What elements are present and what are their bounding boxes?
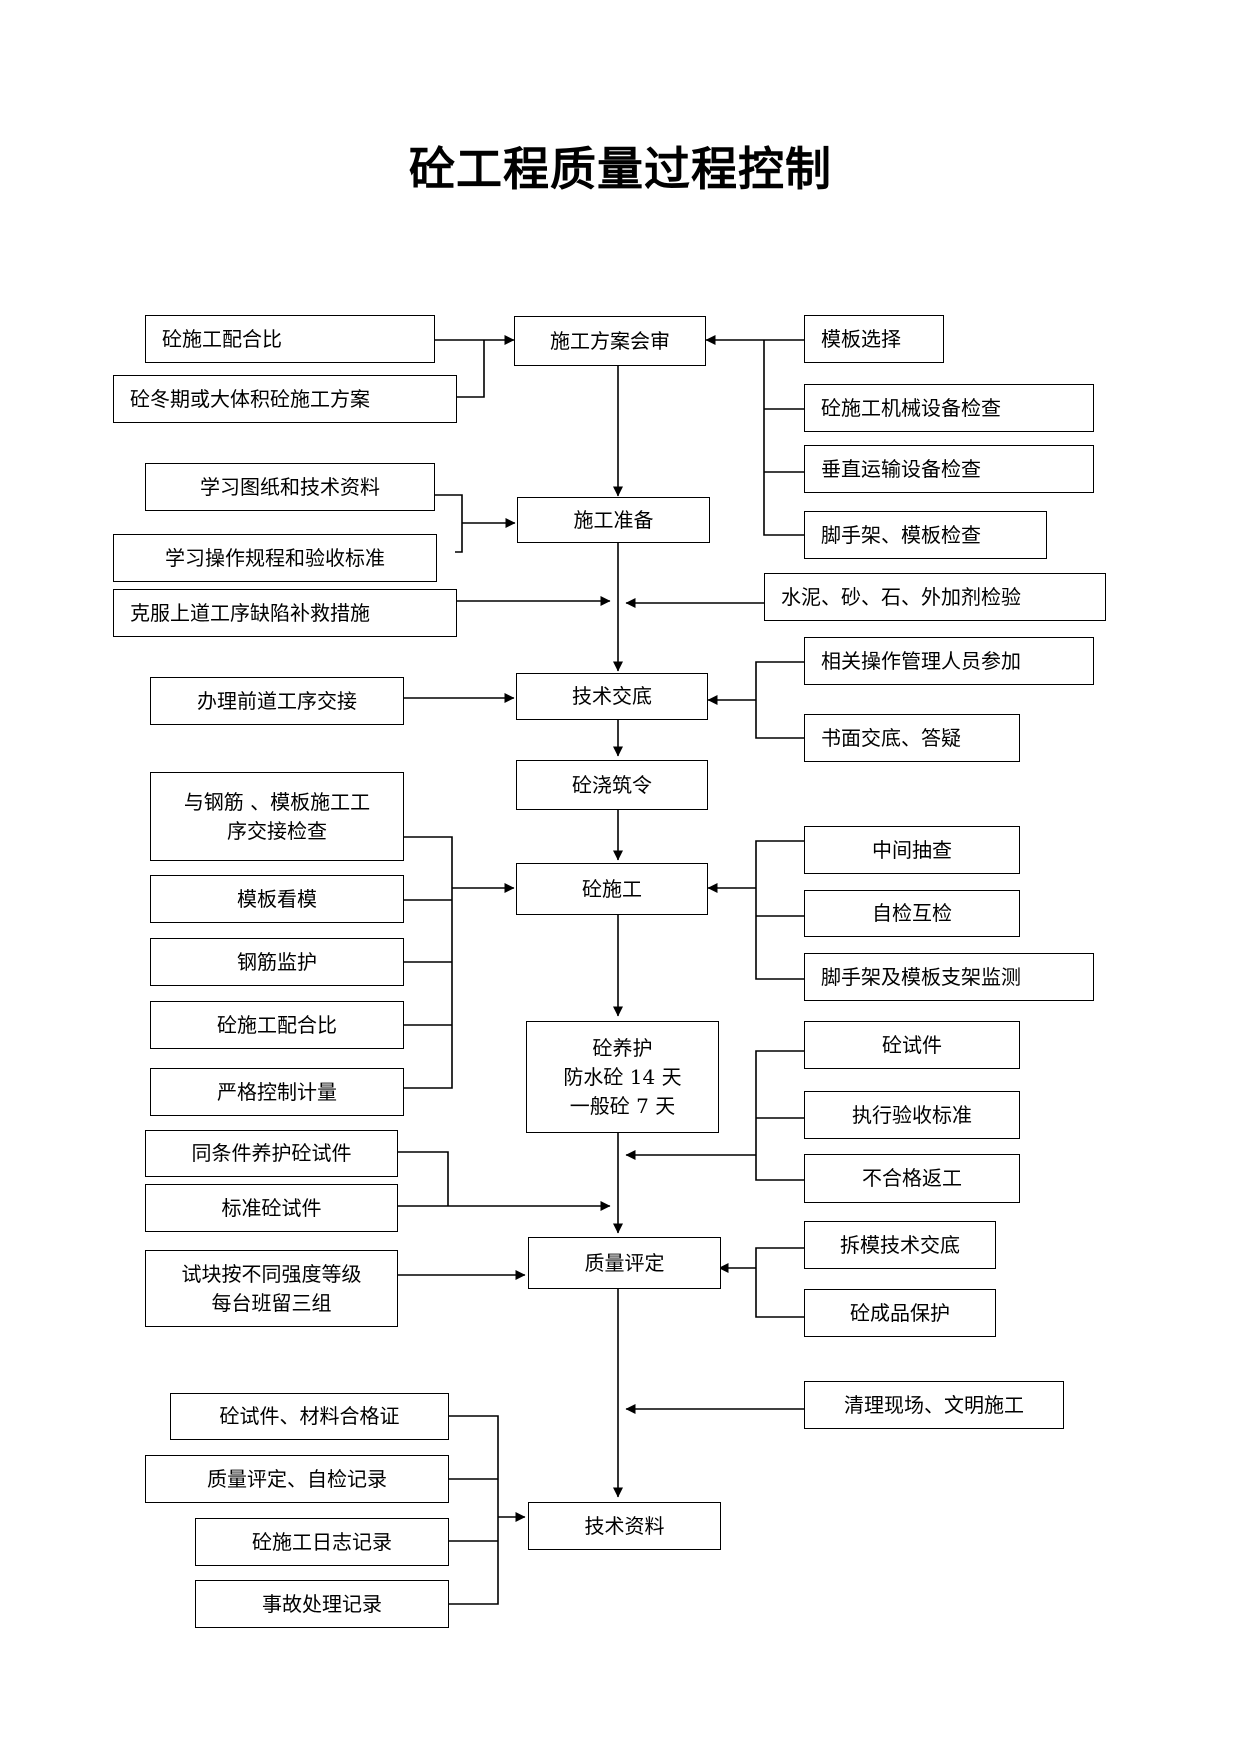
node-winter-mass-plan: 砼冬期或大体积砼施工方案	[113, 375, 457, 423]
node-concrete-specimen: 砼试件	[804, 1021, 1020, 1069]
node-construction-prep: 施工准备	[517, 497, 710, 543]
node-accident-records: 事故处理记录	[195, 1580, 449, 1628]
node-study-procedures: 学习操作规程和验收标准	[113, 534, 437, 582]
node-vertical-transport-check: 垂直运输设备检查	[804, 445, 1094, 493]
node-quality-records: 质量评定、自检记录	[145, 1455, 449, 1503]
node-formwork-watch: 模板看模	[150, 875, 404, 923]
node-tech-data: 技术资料	[528, 1502, 721, 1550]
node-rework: 不合格返工	[804, 1154, 1020, 1203]
node-same-condition-specimen: 同条件养护砼试件	[145, 1130, 398, 1177]
node-rebar-monitor: 钢筋监护	[150, 938, 404, 986]
node-spot-check: 中间抽查	[804, 826, 1020, 874]
node-remedy-defects: 克服上道工序缺陷补救措施	[113, 589, 457, 637]
page-title: 砼工程质量过程控制	[409, 142, 832, 196]
node-machinery-check: 砼施工机械设备检查	[804, 384, 1094, 432]
node-concrete-construction: 砼施工	[516, 863, 708, 915]
node-self-mutual-check: 自检互检	[804, 890, 1020, 937]
node-cert-docs: 砼试件、材料合格证	[170, 1393, 449, 1440]
node-product-protection: 砼成品保护	[804, 1289, 996, 1337]
node-rebar-formwork-handover: 与钢筋 、模板施工工 序交接检查	[150, 772, 404, 861]
node-standard-specimen: 标准砼试件	[145, 1184, 398, 1232]
node-site-cleanup: 清理现场、文明施工	[804, 1381, 1064, 1429]
node-construction-log: 砼施工日志记录	[195, 1518, 449, 1566]
node-scheme-review: 施工方案会审	[514, 316, 706, 366]
node-material-inspection: 水泥、砂、石、外加剂检验	[764, 573, 1106, 621]
node-specimen-groups: 试块按不同强度等级 每台班留三组	[145, 1250, 398, 1327]
node-removal-briefing: 拆模技术交底	[804, 1221, 996, 1269]
node-scaffold-check: 脚手架、模板检查	[804, 511, 1047, 559]
node-study-drawings: 学习图纸和技术资料	[145, 463, 435, 511]
node-staff-participation: 相关操作管理人员参加	[804, 637, 1094, 685]
node-mix-ratio-top: 砼施工配合比	[145, 315, 435, 363]
node-quality-assessment: 质量评定	[528, 1237, 721, 1289]
node-curing: 砼养护 防水砼 14 天 一般砼 7 天	[526, 1021, 719, 1133]
node-mix-ratio: 砼施工配合比	[150, 1001, 404, 1049]
node-formwork-selection: 模板选择	[804, 315, 944, 363]
node-tech-briefing: 技术交底	[516, 673, 708, 720]
node-pour-order: 砼浇筑令	[516, 760, 708, 810]
node-metering-control: 严格控制计量	[150, 1068, 404, 1116]
node-acceptance-standard: 执行验收标准	[804, 1091, 1020, 1139]
node-written-briefing: 书面交底、答疑	[804, 714, 1020, 762]
node-handover-prev: 办理前道工序交接	[150, 677, 404, 725]
node-scaffold-monitor: 脚手架及模板支架监测	[804, 953, 1094, 1001]
